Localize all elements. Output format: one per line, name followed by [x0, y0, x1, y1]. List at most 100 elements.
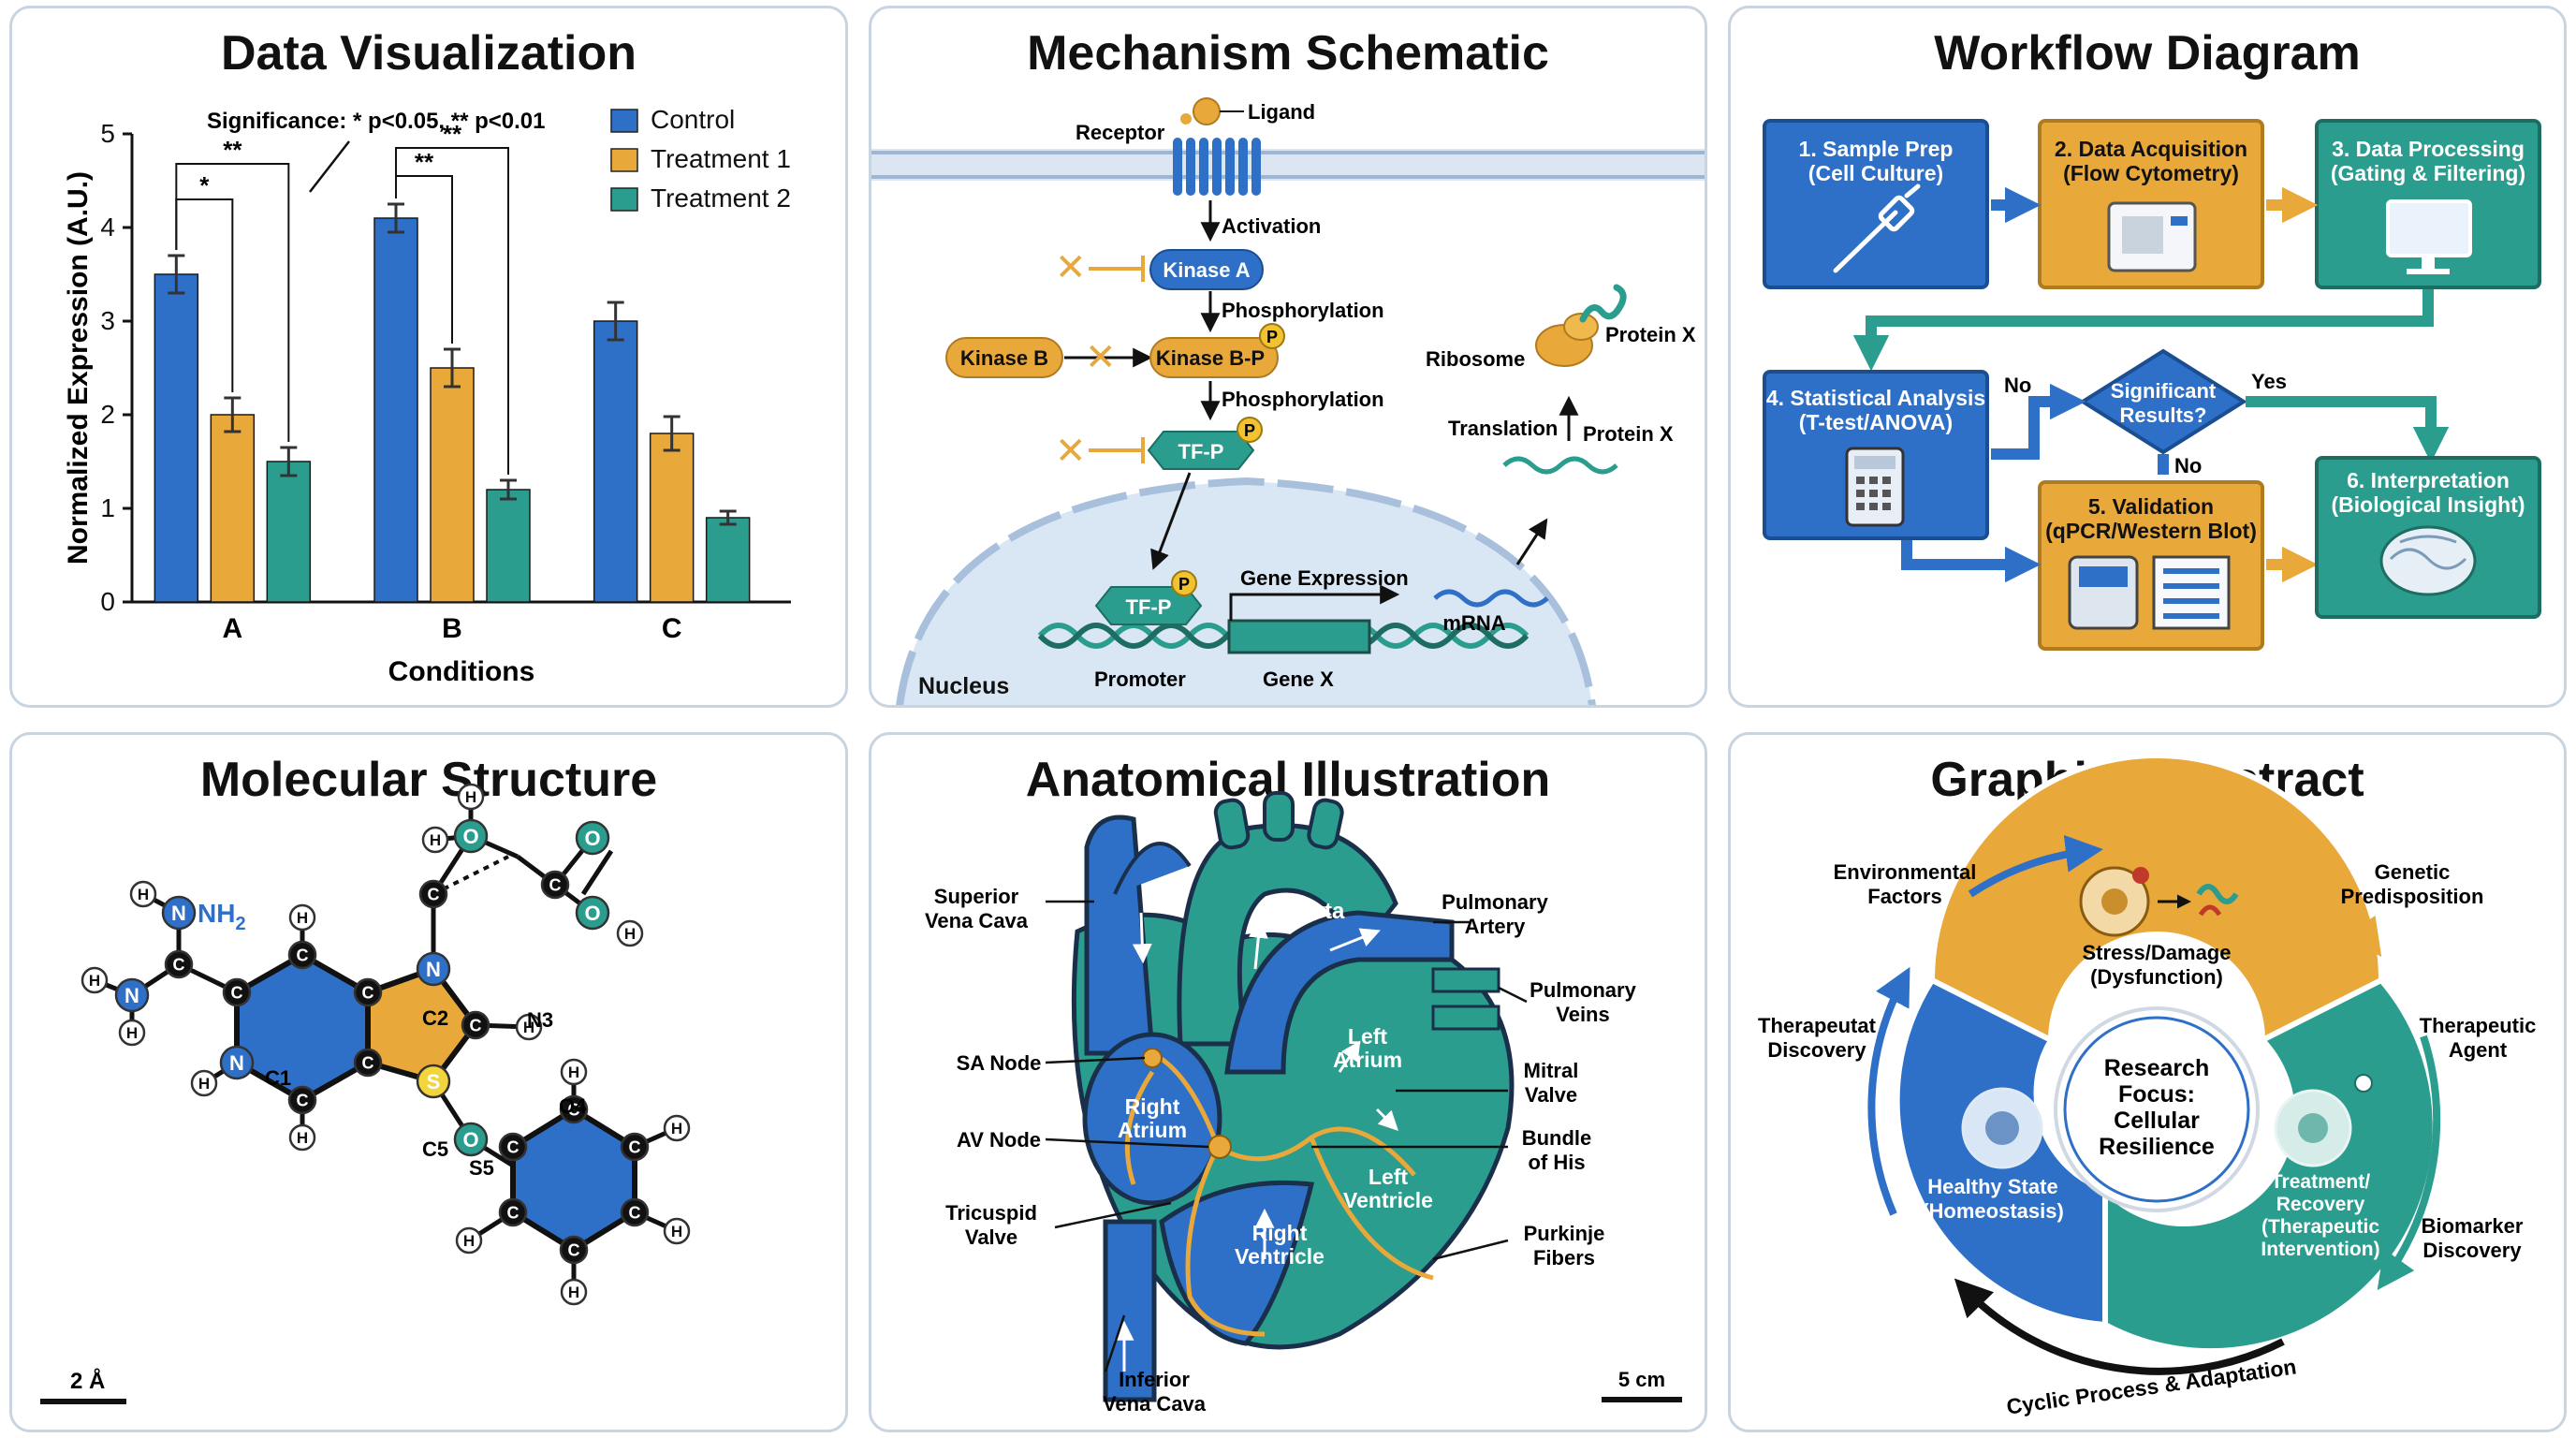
oxygen-atom: [453, 818, 489, 854]
step4-line1: 4. Statistical Analysis: [1766, 386, 1985, 410]
phosphorylation-label-2: Phosphorylation: [1222, 388, 1384, 411]
hydrogen-atom: [288, 903, 316, 932]
atom-symbol: H: [671, 1120, 682, 1137]
decision-line2: Results?: [2120, 404, 2207, 427]
center-circle: [2054, 1006, 2260, 1212]
step1-line1: 1. Sample Prep: [1799, 137, 1954, 161]
purkinje-fibers-label-1: Purkinje: [1524, 1222, 1605, 1245]
significance-marker: **: [223, 136, 242, 164]
genetic-line-1: Genetic: [2375, 860, 2451, 884]
pulmonary-veins-label-2: Veins: [1556, 1003, 1609, 1026]
legend-swatch: [610, 109, 638, 133]
legend-label: Control: [651, 105, 735, 134]
label-c5: C5: [422, 1137, 448, 1161]
atom-symbol: C: [629, 1137, 641, 1156]
label-c2: C2: [422, 1006, 448, 1030]
label-s5: S5: [469, 1156, 494, 1180]
y-tick-label: 3: [100, 306, 115, 335]
heart-diagram: Aorta Right Atrium Left Atrium Left Vent…: [925, 791, 1682, 1416]
carbon-atom: [559, 1235, 589, 1265]
bundle-of-his-label-2: of His: [1528, 1151, 1585, 1174]
carbon-atom: [498, 1132, 528, 1162]
panel-mechanism-schematic: Mechanism Schematic Nucleus Ligand Recep…: [869, 6, 1707, 708]
carbon-atom: [164, 949, 194, 979]
atom-symbol: N: [426, 958, 441, 981]
atom-symbol: C: [549, 875, 562, 894]
carbon-atom: [540, 870, 570, 900]
y-tick-label: 5: [100, 119, 115, 148]
healthy-cell-icon: [1961, 1087, 2043, 1169]
significance-marker: **: [443, 120, 462, 148]
activation-label: Activation: [1222, 214, 1321, 238]
atom-symbol: H: [126, 1024, 138, 1042]
center-line-1: Research: [2104, 1055, 2210, 1081]
promoter-label: Promoter: [1094, 668, 1186, 691]
treatment-line-1: Treatment/: [2271, 1171, 2370, 1193]
atom-symbol: H: [568, 1284, 579, 1301]
atom-symbol: C: [568, 1240, 580, 1259]
av-node-dot: [1208, 1135, 1232, 1159]
outer-arrow-left: [1867, 966, 1910, 1216]
carbon-atom: [418, 879, 448, 909]
therapeutic-agent-line-2: Agent: [2449, 1038, 2508, 1062]
atom-symbol: H: [138, 886, 149, 903]
outer-arrow-top-left: [1968, 834, 2103, 898]
hydrogen-atom: [560, 1278, 588, 1306]
receptor-icon: [1173, 138, 1261, 196]
carbon-atom: [461, 1010, 490, 1040]
atom-symbol: C: [173, 955, 185, 974]
x-tick-label: B: [442, 613, 462, 644]
atom-symbol: H: [463, 1232, 475, 1250]
y-axis-label: Normalized Expression (A.U.): [63, 171, 94, 565]
hydrogen-atom: [663, 1217, 691, 1245]
atom-symbol: C: [362, 1053, 374, 1072]
av-node-label: AV Node: [957, 1128, 1041, 1152]
gene-expression-label: Gene Expression: [1240, 566, 1409, 590]
abstract-diagram: Research Focus: Cellular Resilience Stre…: [1758, 753, 2536, 1419]
step6-line1: 6. Interpretation: [2347, 468, 2510, 492]
hydrogen-atom: [560, 1058, 588, 1086]
annotation-pointer: [309, 140, 350, 193]
center-line-4: Resilience: [2099, 1134, 2215, 1160]
gene-x-label: Gene X: [1263, 668, 1334, 691]
hydrogen-atom: [663, 1114, 691, 1142]
significance-annotation: Significance: * p<0.05, ** p<0.01: [207, 109, 546, 134]
treatment-line-2: Recovery: [2276, 1194, 2365, 1215]
x-axis-label: Conditions: [388, 656, 535, 687]
tfp-top-label: TF-P: [1178, 440, 1224, 463]
calculator-icon: [1845, 447, 1905, 527]
legend-swatch: [610, 148, 638, 172]
inhibit-mark-1: ✕: [1055, 247, 1087, 288]
yes-label: Yes: [2251, 370, 2287, 393]
atom-symbol: N: [124, 984, 139, 1007]
atom-symbol: C: [470, 1016, 482, 1034]
therapeutic-discovery-line-2: Discovery: [1767, 1038, 1866, 1062]
atom-symbol: C: [568, 1100, 580, 1119]
workflow-diagram: 1. Sample Prep (Cell Culture) 2. Data Ac…: [1763, 119, 2541, 651]
hydrogen-atom: [288, 1123, 316, 1152]
step5-line1: 5. Validation: [2088, 494, 2214, 519]
nucleus-label: Nucleus: [918, 673, 1009, 699]
label-n3: N3: [527, 1008, 553, 1032]
significance-bracket: [395, 147, 509, 475]
aorta-label: Aorta: [1286, 899, 1345, 924]
biomarker-line-1: Biomarker: [2422, 1214, 2524, 1238]
hydrogen-atom: [455, 1226, 483, 1255]
treatment-line-3: (Therapeutic: [2261, 1216, 2379, 1238]
x-tick-label: C: [662, 613, 682, 644]
legend-swatch: [610, 187, 638, 212]
ribosome-label: Ribosome: [1426, 347, 1525, 371]
atom-symbol: H: [671, 1223, 682, 1240]
mechanism-diagram: Nucleus Ligand Receptor Activation ✕ Kin…: [871, 97, 1705, 705]
atom-symbol: O: [584, 827, 600, 850]
x-tick-label: A: [222, 613, 242, 644]
kinase-bp-label: Kinase B-P: [1156, 346, 1265, 370]
protein-chain-icon: [1579, 284, 1627, 323]
legend-label: Treatment 1: [651, 144, 791, 173]
pulmonary-artery-shape: [1224, 910, 1455, 1075]
treatment-line-4: Intervention): [2261, 1239, 2379, 1260]
carbon-atom: [222, 977, 252, 1007]
